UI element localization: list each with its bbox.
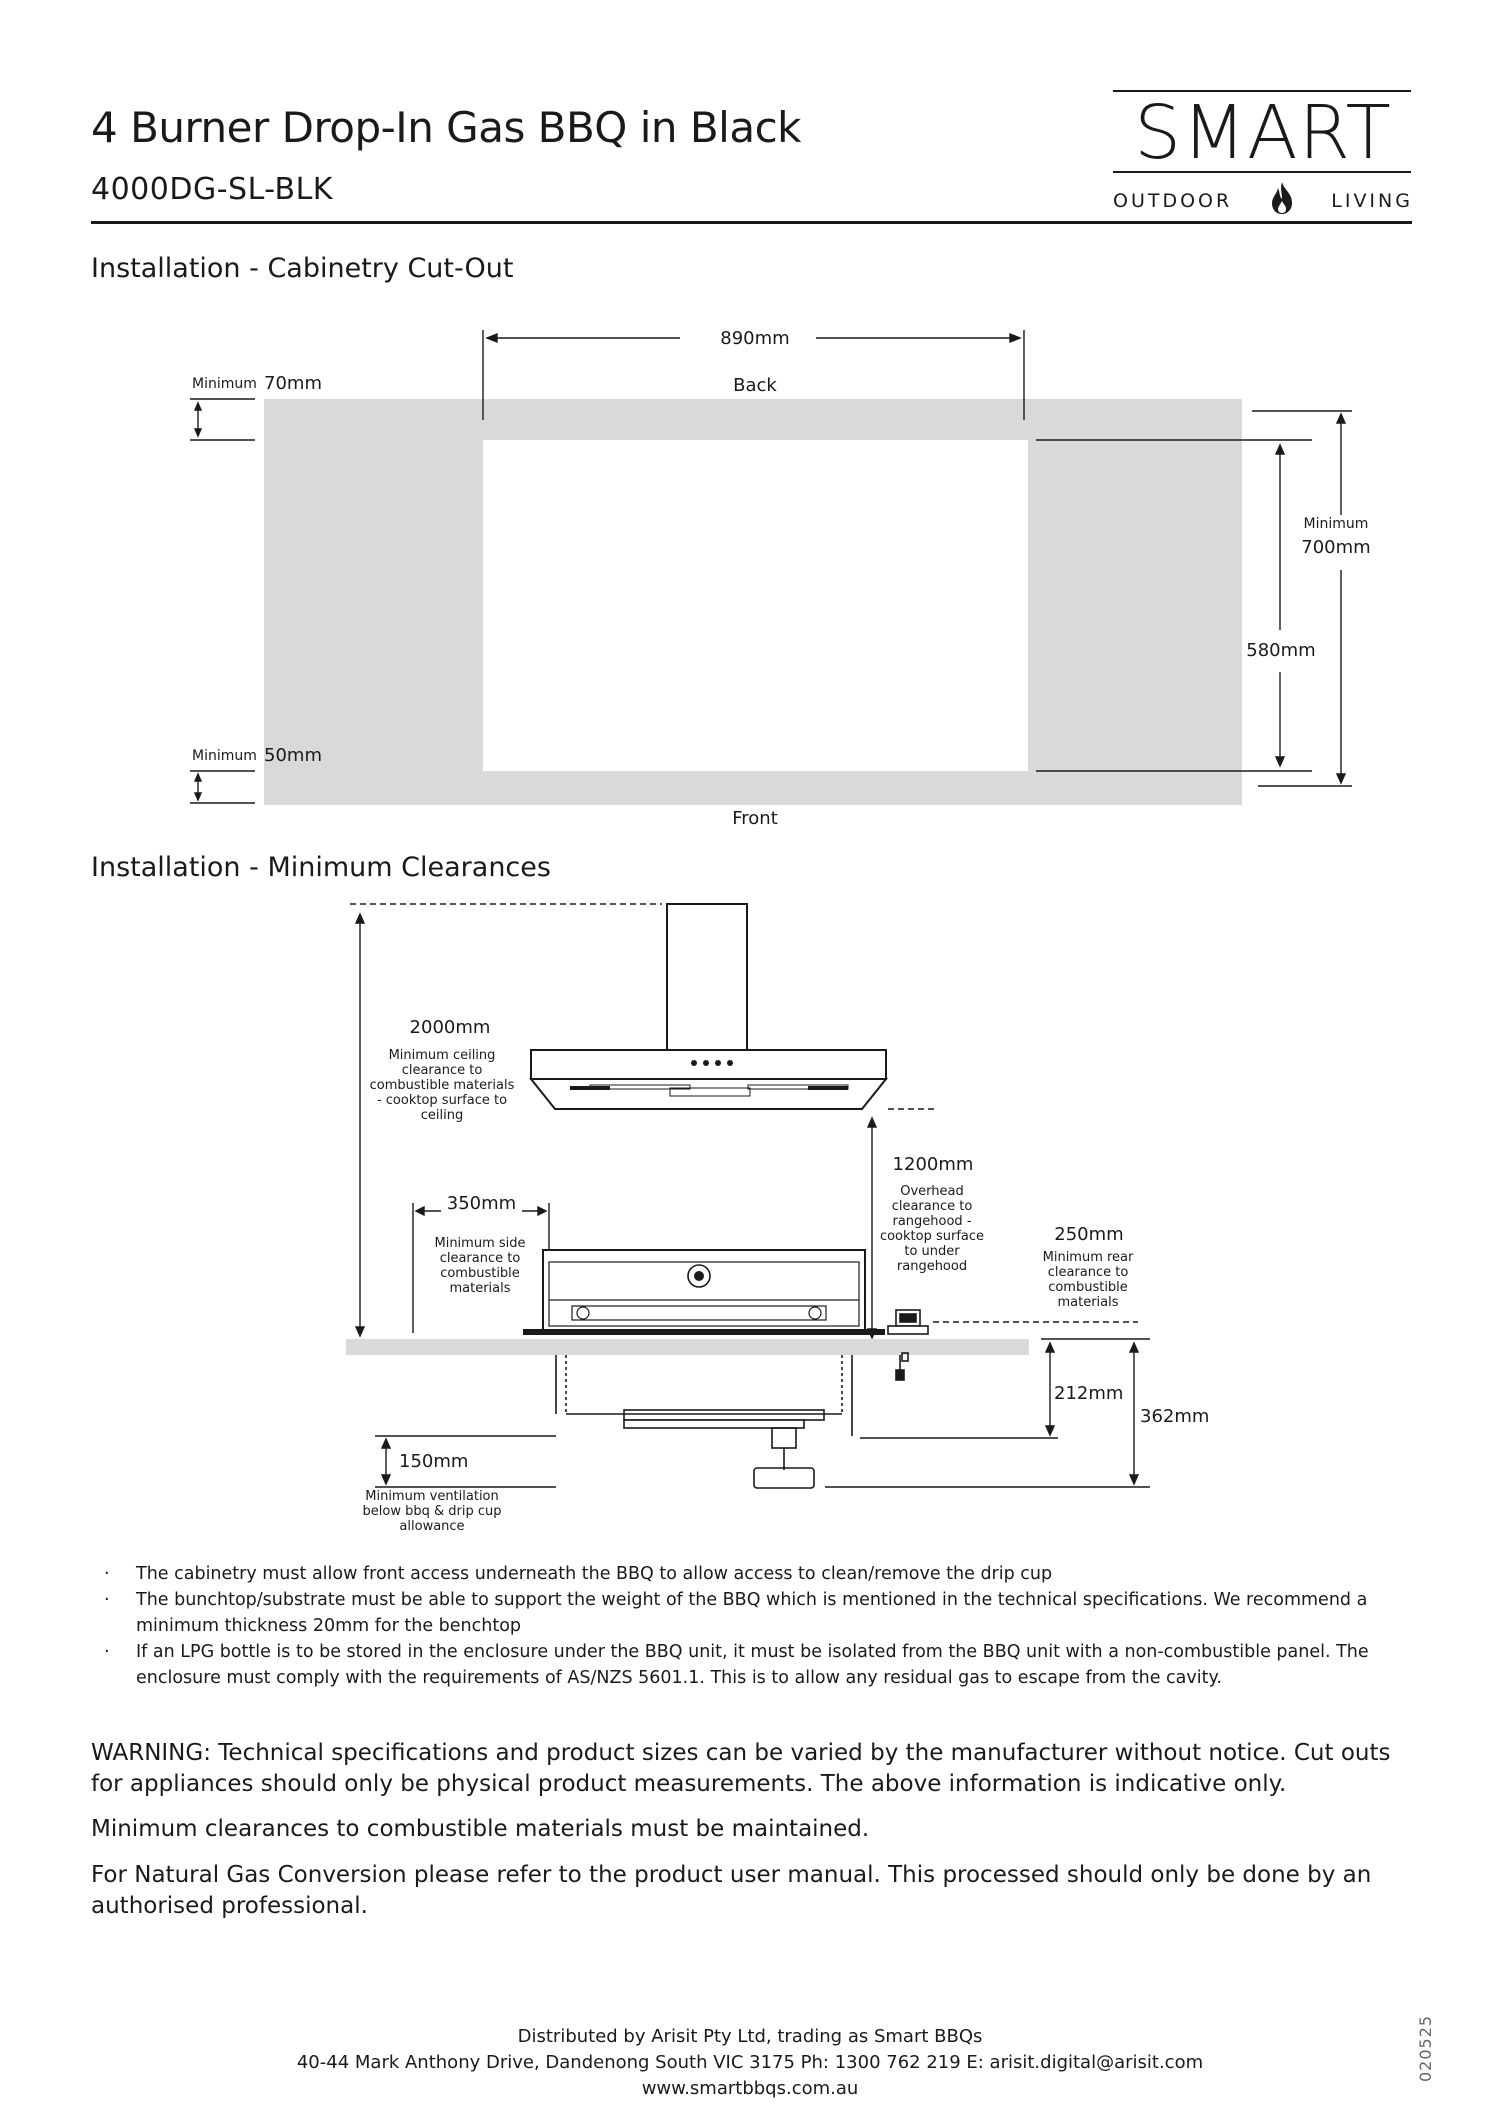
page-title: 4 Burner Drop-In Gas BBQ in Black — [91, 103, 802, 152]
overhead-value: 1200mm — [892, 1154, 974, 1175]
rear-desc: Minimum rear clearance to combustible ma… — [1042, 1250, 1134, 1310]
header-divider — [91, 221, 1412, 224]
model-number: 4000DG-SL-BLK — [91, 172, 333, 207]
ventilation-desc: Minimum ventilation below bbq & drip cup… — [362, 1489, 502, 1534]
cutout-diagram — [190, 330, 1352, 805]
ventilation-dimension — [375, 1435, 556, 1488]
note-item: The bunchtop/substrate must be able to s… — [104, 1588, 1404, 1639]
min-depth-prefix: Minimum — [1303, 516, 1369, 532]
min-front-value: 50mm — [264, 745, 322, 766]
logo-tagline-left: OUTDOOR — [1113, 189, 1233, 212]
overhead-desc: Overhead clearance to rangehood - cookto… — [879, 1184, 985, 1274]
width-dimension — [482, 330, 1025, 420]
installation-notes: The cabinetry must allow front access un… — [104, 1562, 1404, 1692]
clearances-diagram — [346, 903, 1150, 1489]
gas-regulator — [887, 1309, 929, 1335]
ceiling-value: 2000mm — [409, 1017, 491, 1038]
side-desc: Minimum side clearance to combustible ma… — [434, 1236, 526, 1296]
logo-wordmark: SMART — [1134, 90, 1392, 176]
back-label: Back — [733, 375, 777, 396]
warning-text: WARNING: Technical specifications and pr… — [91, 1740, 1391, 1798]
min-back-prefix: Minimum — [192, 376, 257, 392]
logo-tagline-right: LIVING — [1331, 189, 1413, 212]
bbq-unit — [523, 1249, 885, 1335]
min-front-dimension — [190, 770, 255, 804]
under-bench-body — [555, 1352, 909, 1489]
logo-top-rule — [1113, 90, 1411, 92]
min-depth-value: 700mm — [1301, 537, 1371, 558]
logo-tagline: OUTDOOR LIVING — [1113, 181, 1413, 220]
ceiling-desc: Minimum ceiling clearance to combustible… — [369, 1048, 515, 1123]
below-dimensions — [825, 1338, 1150, 1488]
min-back-value: 70mm — [264, 373, 322, 394]
side-value: 350mm — [446, 1193, 517, 1214]
document-number: 020525 — [1416, 2014, 1435, 2082]
min-back-dimension — [190, 398, 255, 441]
footer-website[interactable]: www.smartbbqs.com.au — [641, 2078, 859, 2099]
footer-distributor: Distributed by Arisit Pty Ltd, trading a… — [517, 2026, 983, 2047]
cut-depth-value: 580mm — [1246, 640, 1316, 661]
note-item: If an LPG bottle is to be stored in the … — [104, 1640, 1404, 1691]
gas-conversion-note: For Natural Gas Conversion please refer … — [91, 1862, 1372, 1920]
ventilation-value: 150mm — [399, 1451, 469, 1472]
total-below-value: 362mm — [1140, 1406, 1210, 1427]
logo-mid-rule — [1113, 171, 1411, 173]
footer-address: 40-44 Mark Anthony Drive, Dandenong Sout… — [296, 2052, 1204, 2073]
bbq-badge — [687, 1264, 711, 1288]
clearances-section-heading: Installation - Minimum Clearances — [91, 852, 551, 883]
min-front-prefix: Minimum — [192, 748, 257, 764]
cutout-section-heading: Installation - Cabinetry Cut-Out — [91, 253, 514, 284]
clearance-note: Minimum clearances to combustible materi… — [91, 1816, 870, 1842]
note-item: The cabinetry must allow front access un… — [104, 1562, 1404, 1588]
rear-value: 250mm — [1054, 1224, 1124, 1245]
cutout-opening — [483, 440, 1028, 771]
width-label: 890mm — [720, 328, 790, 349]
overhead-dimension — [866, 1116, 878, 1340]
flame-icon — [1268, 181, 1296, 220]
benchtop — [346, 1339, 1029, 1355]
ceiling-dimension — [354, 912, 366, 1338]
front-label: Front — [732, 808, 778, 829]
rangehood — [528, 903, 889, 1110]
rangehood-buttons — [691, 1060, 733, 1066]
below-value: 212mm — [1054, 1383, 1124, 1404]
depth-dimensions — [1036, 410, 1352, 787]
